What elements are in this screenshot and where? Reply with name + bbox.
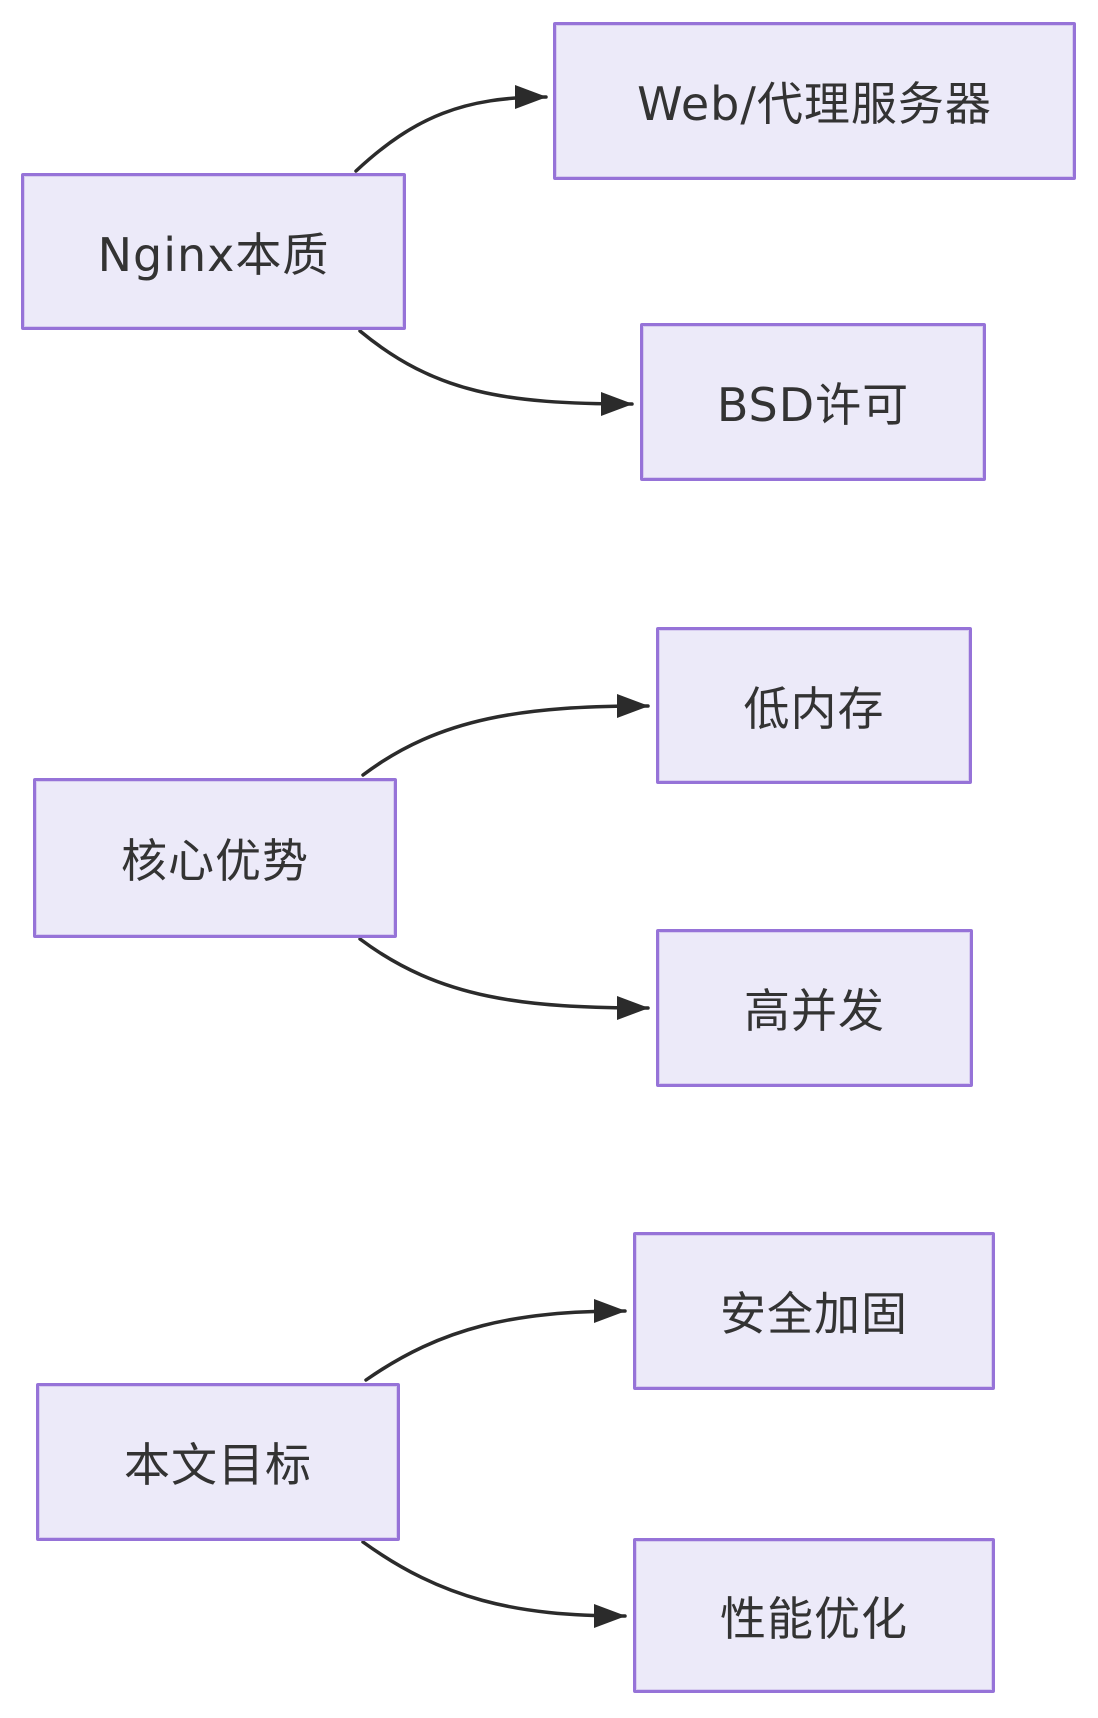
node-core-advantages: 核心优势 <box>33 778 397 938</box>
arrow-nginx-to-web <box>354 85 548 173</box>
node-label: Nginx本质 <box>97 227 330 282</box>
node-label: BSD许可 <box>716 378 910 432</box>
node-performance-optimization: 性能优化 <box>633 1538 995 1693</box>
node-security-hardening: 安全加固 <box>633 1232 995 1390</box>
node-article-goals: 本文目标 <box>36 1383 400 1541</box>
node-label: 核心优势 <box>121 834 309 888</box>
node-nginx-essence: Nginx本质 <box>21 173 406 330</box>
node-label: 低内存 <box>743 681 885 736</box>
node-label: 安全加固 <box>720 1287 908 1341</box>
node-bsd-license: BSD许可 <box>640 323 986 481</box>
arrow-goal-to-perf <box>361 1540 627 1628</box>
node-label: 性能优化 <box>720 1591 908 1646</box>
node-label: Web/代理服务器 <box>637 77 992 131</box>
node-high-concurrency: 高并发 <box>656 929 973 1087</box>
node-label: 本文目标 <box>124 1438 312 1492</box>
node-low-memory: 低内存 <box>656 627 972 784</box>
arrow-goal-to-secure <box>364 1299 627 1382</box>
node-label: 高并发 <box>744 984 885 1038</box>
arrow-nginx-to-bsd <box>358 329 634 416</box>
node-web-proxy-server: Web/代理服务器 <box>553 22 1076 180</box>
arrow-core-to-highconc <box>358 937 650 1020</box>
arrow-core-to-lowmem <box>361 694 650 777</box>
